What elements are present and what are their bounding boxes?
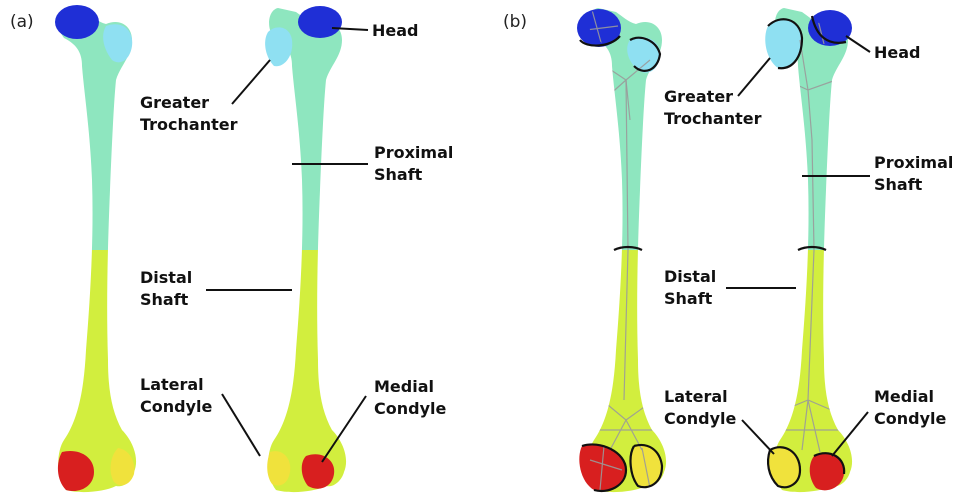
svg-text:Trochanter: Trochanter <box>664 109 762 128</box>
annotation-greater-trochanter-a: Greater Trochanter <box>140 60 270 134</box>
head-region <box>55 5 99 39</box>
svg-text:Condyle: Condyle <box>664 409 736 428</box>
svg-text:Distal: Distal <box>664 267 716 286</box>
femur-a-right <box>250 0 370 496</box>
svg-text:Proximal: Proximal <box>374 143 453 162</box>
annotation-medial-condyle-b: Medial Condyle <box>832 387 946 456</box>
annotation-lateral-condyle-b: Lateral Condyle <box>664 387 774 454</box>
svg-text:Head: Head <box>874 43 921 62</box>
svg-text:Lateral: Lateral <box>664 387 728 406</box>
femur-b-right <box>756 0 876 496</box>
annotation-head-a: Head <box>332 21 419 40</box>
svg-text:Lateral: Lateral <box>140 375 204 394</box>
head-region <box>298 6 342 38</box>
svg-text:Proximal: Proximal <box>874 153 953 172</box>
svg-text:Medial: Medial <box>874 387 934 406</box>
svg-text:Head: Head <box>372 21 419 40</box>
svg-text:Medial: Medial <box>374 377 434 396</box>
annotation-distal-shaft-a: Distal Shaft <box>140 268 292 309</box>
panel-label-b: (b) <box>503 12 527 32</box>
svg-text:Shaft: Shaft <box>874 175 923 194</box>
svg-text:Distal: Distal <box>140 268 192 287</box>
svg-text:Condyle: Condyle <box>374 399 446 418</box>
annotation-distal-shaft-b: Distal Shaft <box>664 267 796 308</box>
svg-text:Trochanter: Trochanter <box>140 115 238 134</box>
annotation-greater-trochanter-b: Greater Trochanter <box>664 58 770 128</box>
svg-text:Shaft: Shaft <box>664 289 713 308</box>
svg-text:Condyle: Condyle <box>140 397 212 416</box>
annotation-lateral-condyle-a: Lateral Condyle <box>140 375 260 456</box>
femur-a-left <box>40 0 160 496</box>
svg-text:Shaft: Shaft <box>374 165 423 184</box>
svg-text:Shaft: Shaft <box>140 290 189 309</box>
svg-text:Greater: Greater <box>140 93 209 112</box>
annotation-head-b: Head <box>846 36 921 62</box>
panel-label-a: (a) <box>10 12 34 32</box>
svg-text:Condyle: Condyle <box>874 409 946 428</box>
svg-text:Greater: Greater <box>664 87 733 106</box>
